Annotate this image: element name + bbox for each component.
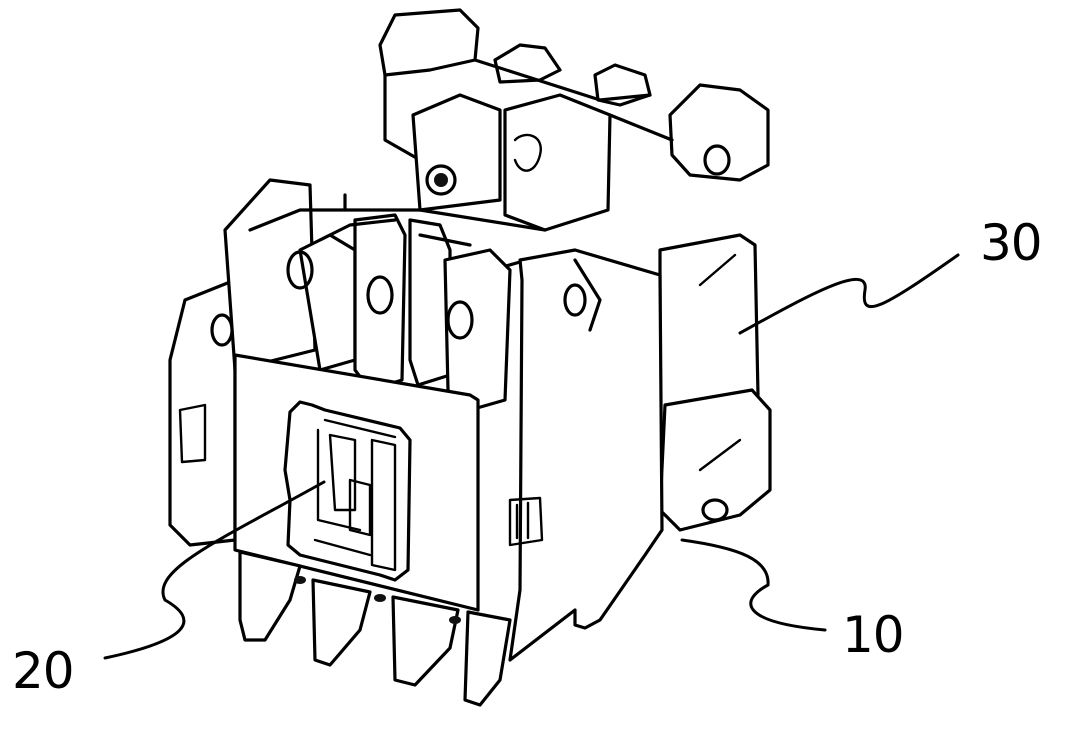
leader-30 (738, 253, 960, 335)
reference-numeral-10: 10 (842, 606, 905, 664)
bottom-terminals (238, 550, 512, 707)
main-housing-10 (473, 248, 664, 662)
indicator-window-20 (283, 400, 412, 582)
terminal-screws (210, 250, 587, 347)
leader-lines (103, 253, 960, 660)
leader-10 (680, 538, 827, 632)
leader-20 (103, 480, 326, 660)
mounting-tab (608, 83, 770, 182)
pole-columns (168, 178, 587, 547)
top-terminal-block (343, 8, 652, 232)
reference-numeral-30: 30 (980, 214, 1043, 272)
reference-numeral-20: 20 (12, 642, 75, 700)
